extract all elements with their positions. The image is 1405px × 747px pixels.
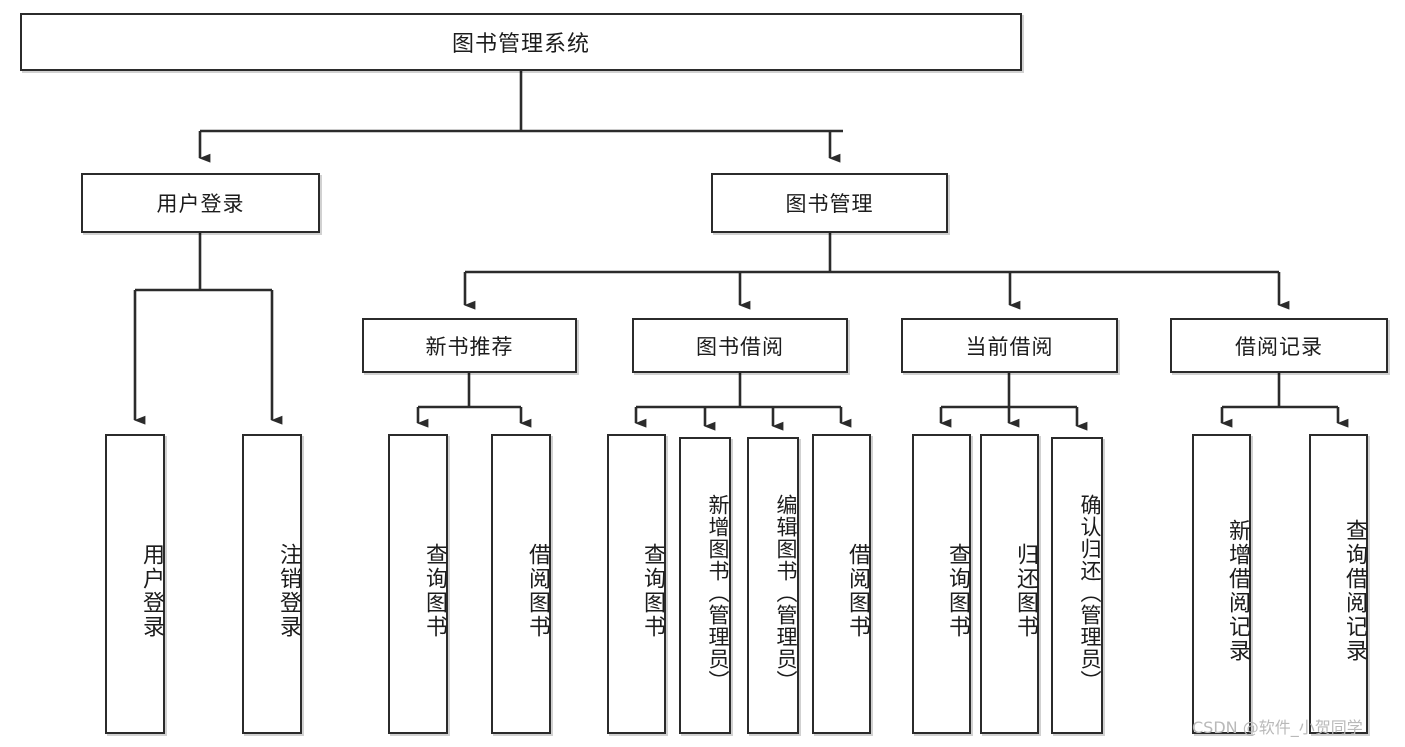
node-label: 图书管理 <box>785 192 874 216</box>
leaf-book-borrow-add-book-admin[interactable]: 新增图书（管理员） <box>679 437 731 734</box>
leaf-borrow-record-add-record[interactable]: 新增借阅记录 <box>1192 434 1251 734</box>
node-label: 图书借阅 <box>696 334 784 359</box>
node-label: 查询图书 <box>422 543 447 639</box>
leaf-current-borrow-confirm-return-admin[interactable]: 确认归还（管理员） <box>1051 437 1103 734</box>
leaf-book-borrow-borrow-book[interactable]: 借阅图书 <box>812 434 871 734</box>
node-current-borrow[interactable]: 当前借阅 <box>901 318 1118 373</box>
leaf-current-borrow-return-book[interactable]: 归还图书 <box>980 434 1039 734</box>
node-label: 注销登录 <box>276 543 301 639</box>
csdn-watermark: CSDN @软件_小贺同学 <box>1192 718 1363 737</box>
node-user-login[interactable]: 用户登录 <box>81 173 320 233</box>
leaf-current-borrow-query-book[interactable]: 查询图书 <box>912 434 971 734</box>
leaf-borrow-record-query-record[interactable]: 查询借阅记录 <box>1309 434 1368 734</box>
leaf-book-borrow-query-book[interactable]: 查询图书 <box>607 434 666 734</box>
node-label: 归还图书 <box>1013 543 1038 639</box>
node-label: 查询图书 <box>640 543 665 639</box>
node-label: 借阅记录 <box>1235 334 1323 359</box>
leaf-book-borrow-edit-book-admin[interactable]: 编辑图书（管理员） <box>747 437 799 734</box>
leaf-user-login-logout[interactable]: 注销登录 <box>242 434 302 734</box>
node-label: 用户登录 <box>139 543 164 639</box>
node-label: 新增借阅记录 <box>1225 519 1250 663</box>
node-label: 确认归还（管理员） <box>1078 493 1102 692</box>
node-borrow-record[interactable]: 借阅记录 <box>1170 318 1388 373</box>
node-book-management[interactable]: 图书管理 <box>711 173 948 233</box>
node-label: 编辑图书（管理员） <box>774 493 798 692</box>
node-new-book-recommend[interactable]: 新书推荐 <box>362 318 577 373</box>
node-label: 用户登录 <box>156 192 245 216</box>
node-root-book-management-system[interactable]: 图书管理系统 <box>20 13 1022 71</box>
leaf-user-login-login[interactable]: 用户登录 <box>105 434 165 734</box>
node-book-borrow[interactable]: 图书借阅 <box>632 318 848 373</box>
node-label: 借阅图书 <box>525 543 550 639</box>
leaf-new-book-query-book[interactable]: 查询图书 <box>388 434 448 734</box>
leaf-new-book-borrow-book[interactable]: 借阅图书 <box>491 434 551 734</box>
node-label: 借阅图书 <box>845 543 870 639</box>
node-label: 新增图书（管理员） <box>706 493 730 692</box>
node-label: 图书管理系统 <box>451 32 590 57</box>
node-label: 查询图书 <box>945 543 970 639</box>
node-label: 当前借阅 <box>965 334 1054 359</box>
node-label: 新书推荐 <box>425 334 514 359</box>
node-label: 查询借阅记录 <box>1342 519 1367 663</box>
